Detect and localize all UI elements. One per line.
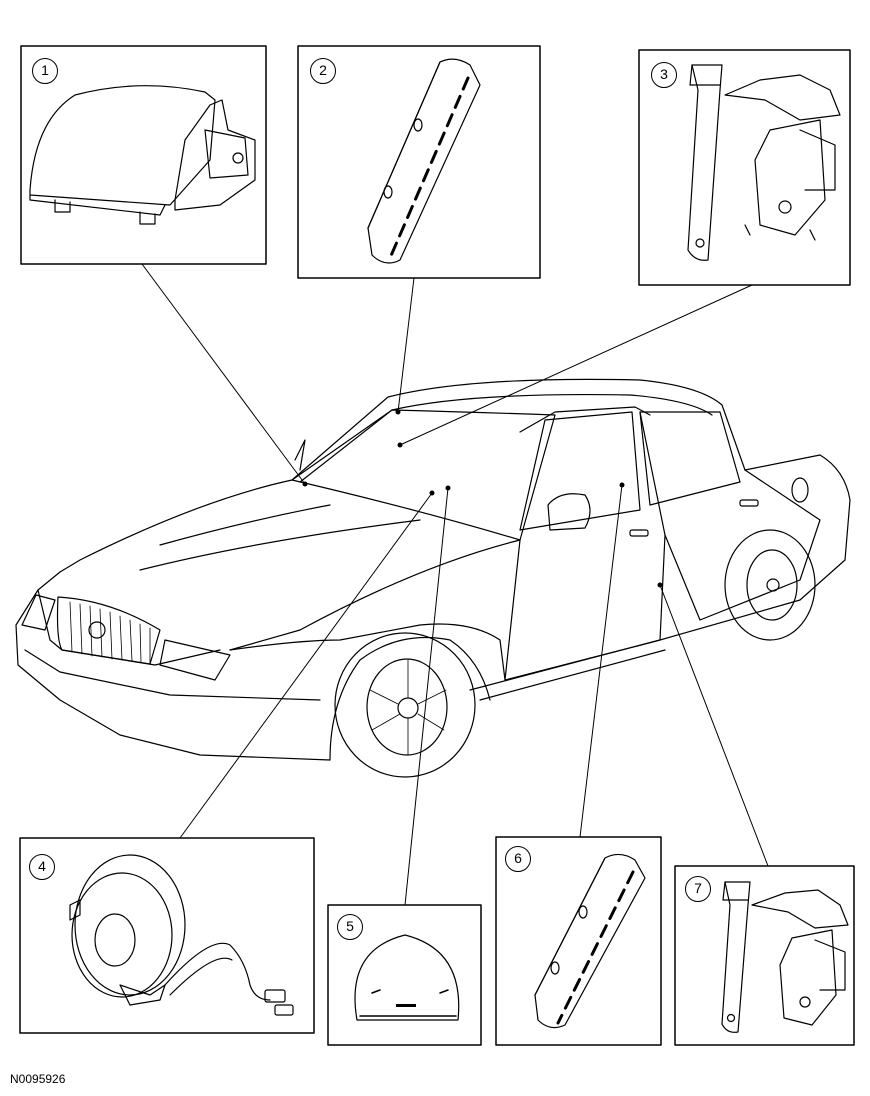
box-3-frame	[638, 49, 851, 286]
leader-6	[579, 484, 623, 838]
item-6-side-airbag	[534, 853, 646, 1029]
front-wheel	[334, 632, 476, 778]
callout-5: 5	[337, 914, 363, 940]
callout-6: 6	[505, 846, 531, 872]
box-4-frame	[19, 837, 315, 1034]
callout-3: 3	[651, 62, 677, 88]
leader-dot-7	[657, 582, 663, 588]
leader-1	[141, 263, 306, 485]
leader-dots	[302, 409, 663, 588]
headlight-right	[159, 639, 231, 681]
callout-1: 1	[32, 58, 58, 84]
rear-door-window	[639, 411, 741, 506]
front-door-window	[519, 411, 641, 531]
grille	[56, 596, 161, 665]
leader-7	[659, 584, 769, 867]
leader-dot-4	[429, 490, 435, 496]
item-7-seatbelt-retractor	[721, 881, 849, 1033]
leader-dot-5	[445, 485, 451, 491]
item-1-passenger-airbag	[29, 85, 256, 225]
box-6-frame	[495, 836, 662, 1046]
grille-emblem	[88, 621, 106, 639]
leader-lines	[141, 263, 769, 906]
vehicle-drawing	[15, 378, 851, 778]
item-2-side-airbag	[367, 58, 481, 264]
callout-7: 7	[685, 876, 711, 902]
box-7-frame	[674, 865, 855, 1046]
item-3-seatbelt-retractor	[687, 64, 841, 261]
leader-dot-3	[397, 442, 403, 448]
box-2-frame	[297, 45, 541, 279]
side-mirror	[547, 493, 591, 531]
leader-4	[179, 492, 433, 839]
leader-3	[399, 284, 753, 446]
rear-wheel	[724, 529, 816, 641]
leader-5	[404, 487, 449, 906]
callout-4: 4	[29, 854, 55, 880]
figure-code: N0095926	[10, 1072, 66, 1086]
callout-2: 2	[310, 58, 336, 84]
leader-dot-6	[619, 482, 625, 488]
headlight-left	[21, 594, 56, 631]
leader-2	[397, 277, 415, 413]
item-4-clockspring	[69, 854, 294, 1016]
box-1-frame	[20, 45, 267, 265]
item-5-driver-airbag	[354, 934, 460, 1021]
